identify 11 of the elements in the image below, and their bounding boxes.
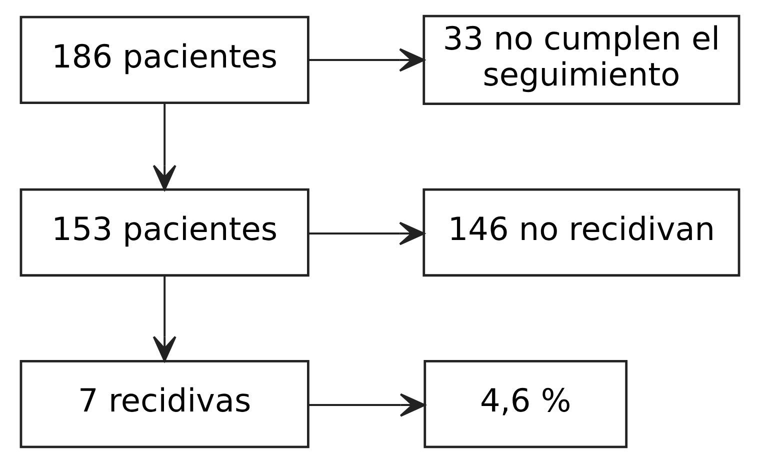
node-box: 7 recidivas xyxy=(20,360,310,448)
arrow xyxy=(308,393,426,417)
node-box: 153 pacientes xyxy=(20,188,310,277)
arrow xyxy=(152,104,176,191)
arrow xyxy=(308,48,425,72)
node-box: 4,6 % xyxy=(424,360,628,448)
node-box: 146 no recidivan xyxy=(422,188,740,277)
node-box: 33 no cumplen el seguimiento xyxy=(422,14,740,106)
node-box: 186 pacientes xyxy=(20,16,310,104)
arrow xyxy=(308,222,425,246)
arrow xyxy=(152,276,176,362)
